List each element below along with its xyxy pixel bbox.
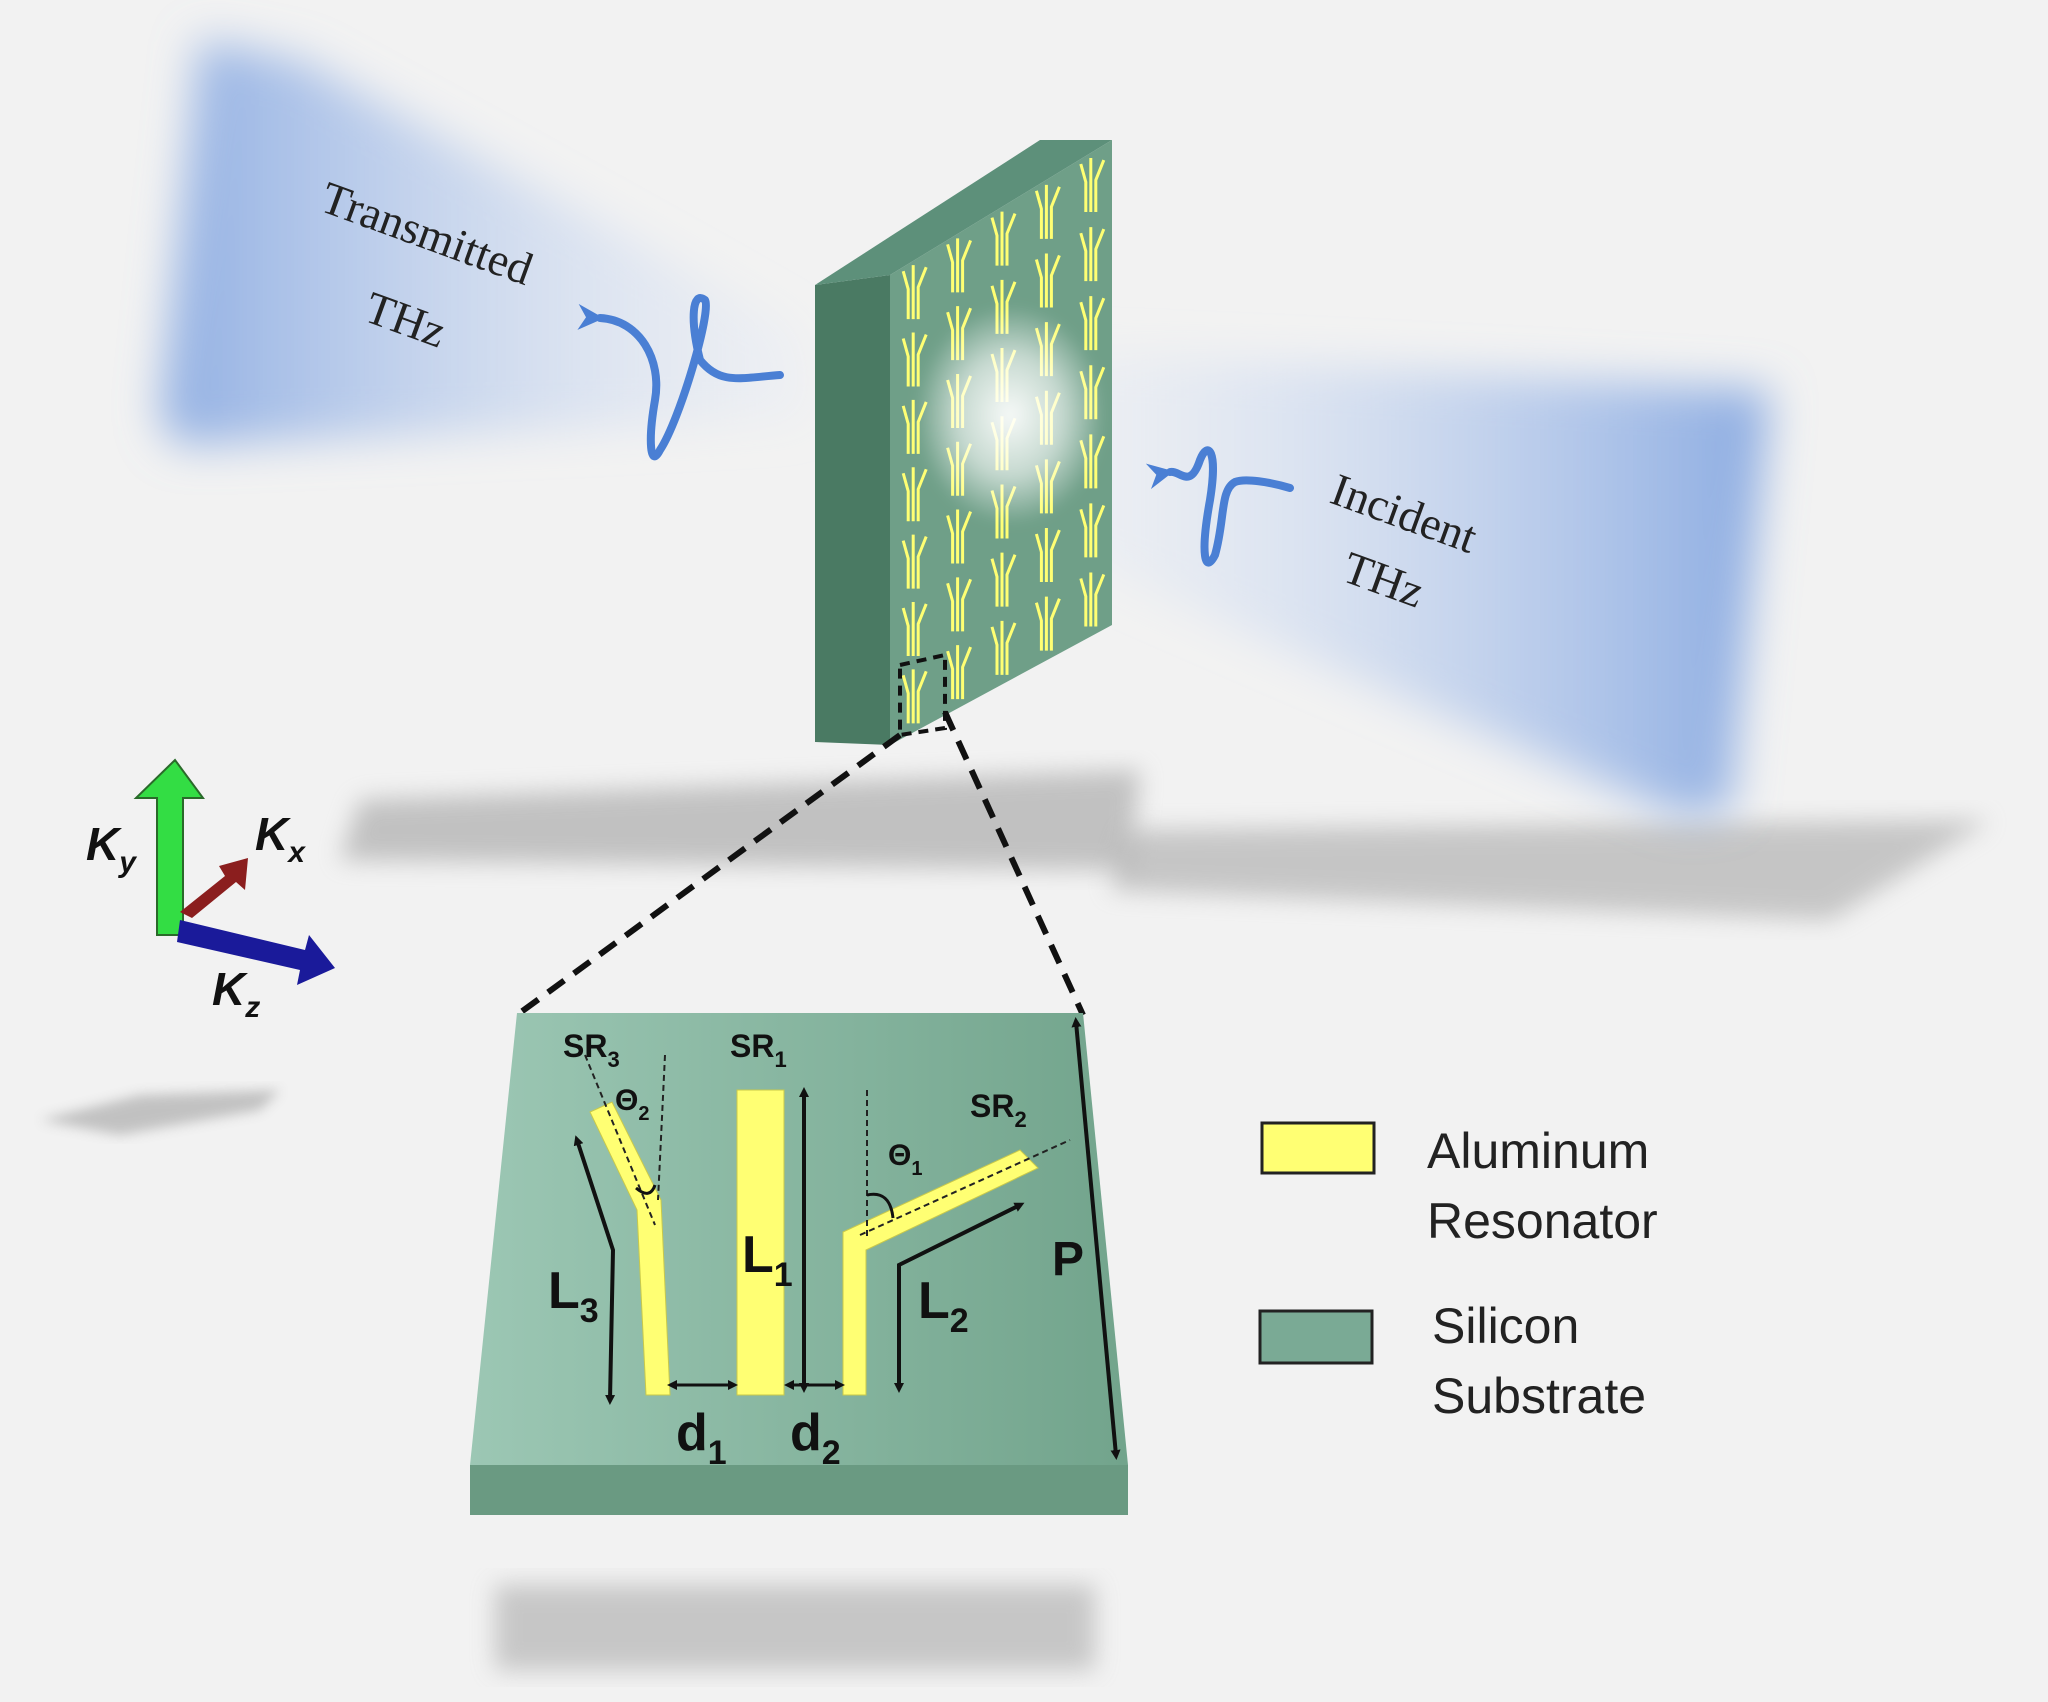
beam-shadow — [1110, 820, 1990, 920]
zoom-line-left — [515, 732, 902, 1018]
l3-label: L3 — [548, 1262, 599, 1330]
slab-resonator-unit — [901, 534, 928, 589]
resonator-sr3 — [589, 1101, 671, 1396]
slab-resonator-unit — [1079, 572, 1106, 627]
axes-shadow — [40, 1090, 280, 1135]
slab-resonator-unit — [1034, 528, 1061, 583]
theta2-arc — [635, 1184, 657, 1195]
slab-resonator-unit — [990, 620, 1017, 675]
sr2-label: SR2 — [970, 1088, 1027, 1132]
slab-resonator-unit — [946, 577, 972, 632]
slab-resonator-unit — [901, 332, 928, 387]
kz-arrow — [177, 920, 335, 985]
kx-arrow — [180, 858, 248, 918]
metasurface-slab — [815, 140, 1112, 745]
kx-label: Kx — [255, 808, 306, 869]
legend-silicon-swatch — [1258, 1309, 1374, 1365]
zoom-region — [898, 652, 947, 738]
theta1-label: Θ1 — [888, 1139, 922, 1180]
sr2-axis-line — [859, 1139, 1071, 1236]
slab-resonator-unit — [990, 552, 1017, 607]
coordinate-axes: Ky Kx Kz — [86, 758, 335, 1024]
slab-resonator-unit — [901, 601, 928, 656]
slab-resonator-unit — [1034, 596, 1061, 651]
slab-resonator-unit — [946, 238, 972, 293]
l2-label: L2 — [918, 1272, 969, 1340]
legend-silicon-line1: Silicon — [1432, 1298, 1579, 1354]
incident-wave-icon — [1145, 446, 1294, 567]
slab-resonator-unit — [1079, 296, 1106, 351]
sr1-label: SR1 — [730, 1028, 787, 1072]
unit-cell-front-face — [470, 1465, 1128, 1515]
p-dimension — [1071, 1017, 1121, 1460]
p-label: P — [1052, 1233, 1084, 1286]
legend-silicon-line2: Substrate — [1432, 1368, 1646, 1424]
slab-resonator-unit — [1034, 253, 1061, 308]
slab-resonator-unit — [901, 467, 928, 522]
legend-aluminum-line2: Resonator — [1427, 1193, 1658, 1249]
legend-aluminum-swatch — [1260, 1121, 1376, 1175]
slab-resonator-unit — [1034, 184, 1061, 239]
unit-cell-shadow — [495, 1585, 1095, 1670]
slab-resonator-unit — [990, 211, 1017, 266]
slab-top — [815, 140, 1112, 285]
legend: Aluminum Resonator Silicon Substrate — [1258, 1121, 1658, 1424]
resonator-sr1 — [736, 1089, 785, 1396]
ky-label: Ky — [86, 818, 137, 879]
sr3-label: SR3 — [563, 1028, 620, 1072]
slab-resonator-unit — [946, 509, 972, 564]
slab-resonator-unit — [901, 669, 928, 724]
l1-label: L1 — [742, 1226, 793, 1294]
incident-beam — [1050, 350, 1770, 815]
sr3-axis-line — [584, 1054, 656, 1226]
transmitted-wave-icon — [577, 294, 784, 461]
slab-shadow — [340, 770, 1140, 870]
d1-label: d1 — [676, 1404, 727, 1472]
slab-resonator-unit — [1079, 227, 1106, 282]
unit-cell: SR3 SR1 SR2 Θ2 Θ1 L3 L1 L2 P d1 d2 — [470, 1013, 1128, 1515]
floor-shadows — [40, 770, 1990, 1670]
unit-cell-top-face — [470, 1013, 1128, 1465]
l2-dimension — [894, 1202, 1025, 1393]
slab-side — [815, 275, 890, 745]
slab-resonator-unit — [1079, 503, 1106, 558]
zoom-line-right — [942, 710, 1086, 1017]
sr3-reference-line — [657, 1054, 666, 1201]
theta2-label: Θ2 — [615, 1084, 649, 1125]
illumination-spot — [915, 305, 1105, 525]
d2-label: d2 — [790, 1404, 841, 1472]
legend-aluminum-line1: Aluminum — [1427, 1123, 1649, 1179]
slab-resonator-unit — [946, 645, 972, 700]
kz-label: Kz — [212, 963, 260, 1024]
slab-resonator-unit — [1079, 158, 1106, 213]
theta1-arc — [866, 1192, 895, 1219]
slab-resonator-unit — [901, 265, 928, 320]
l3-dimension — [573, 1135, 616, 1405]
